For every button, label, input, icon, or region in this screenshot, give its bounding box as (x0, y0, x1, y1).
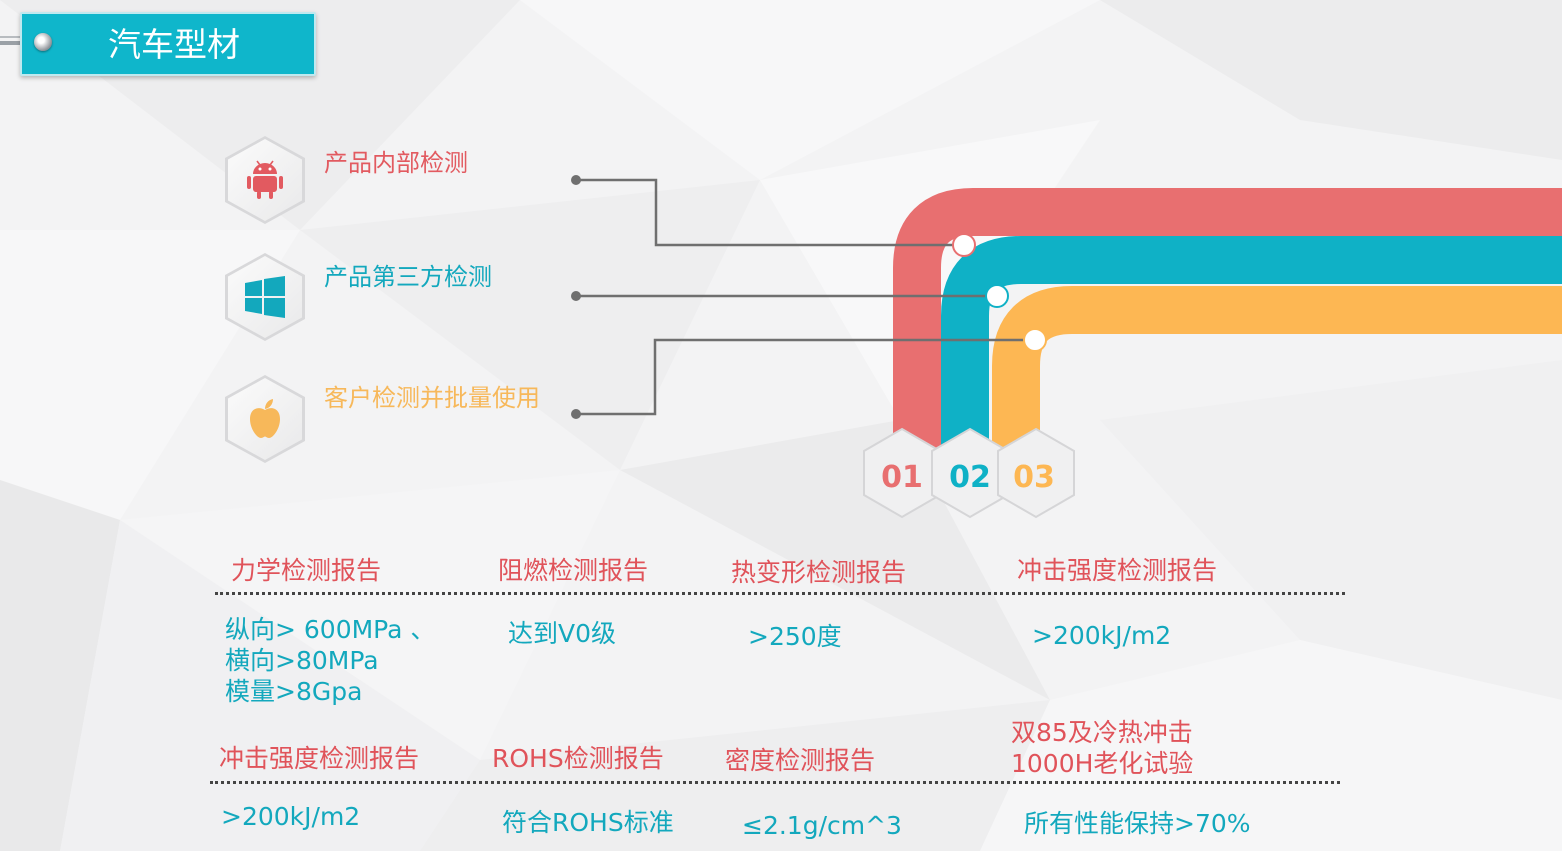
row2-value-2: 符合ROHS标准 (502, 808, 674, 837)
band-orange (992, 286, 1562, 450)
row2-value-1: >200kJ/m2 (221, 802, 361, 831)
row2-value-3: ≤2.1g/cm^3 (742, 811, 902, 840)
item-hex-1 (225, 136, 305, 224)
row1-value-4: >200kJ/m2 (1032, 621, 1172, 650)
connector-line-3 (576, 338, 1035, 416)
step-number-2: 02 (949, 460, 991, 495)
connector-start-dot-1 (571, 175, 581, 185)
row2-header-1: 冲击强度检测报告 (219, 744, 420, 773)
windows-icon (245, 276, 285, 318)
row1-value-1-line3: 模量>8Gpa (225, 677, 363, 706)
item-label-3: 客户检测并批量使用 (324, 384, 540, 412)
row1-value-1-line1: 纵向> 600MPa 、 (225, 615, 436, 644)
connector-end-dot-3 (1023, 328, 1047, 352)
page-title: 汽车型材 (108, 25, 240, 64)
row1-value-3: >250度 (748, 622, 842, 651)
title-pin-wire-thin (0, 36, 30, 38)
row2-header-3: 密度检测报告 (725, 746, 876, 775)
connector-end-dot-1 (952, 233, 976, 257)
row2-header-4-line2: 1000H老化试验 (1011, 749, 1194, 778)
row2-value-4: 所有性能保持>70% (1024, 809, 1251, 838)
band-red (893, 188, 1562, 450)
row1-divider (215, 592, 1345, 595)
item-label-1: 产品内部检测 (324, 149, 468, 177)
row1-header-2: 阻燃检测报告 (498, 556, 649, 585)
step-number-1: 01 (881, 460, 923, 495)
band-teal (941, 236, 1562, 450)
pin-icon (34, 33, 52, 51)
step-hex-3 (997, 427, 1075, 519)
connector-start-dot-3 (571, 409, 581, 419)
row2-header-2: ROHS检测报告 (492, 744, 664, 773)
row1-header-1: 力学检测报告 (231, 556, 382, 585)
row1-header-3: 热变形检测报告 (731, 558, 907, 587)
connector-end-dot-2 (985, 284, 1009, 308)
row1-value-1-line2: 横向>80MPa (225, 646, 379, 675)
row1-header-4: 冲击强度检测报告 (1017, 556, 1218, 585)
row2-header-4-line1: 双85及冷热冲击 (1011, 718, 1193, 747)
step-number-3: 03 (1013, 460, 1055, 495)
connector-line-1 (576, 178, 964, 247)
title-tag: 汽车型材 (20, 12, 316, 76)
connector-start-dot-2 (571, 291, 581, 301)
row2-divider (210, 781, 1340, 784)
android-icon (247, 160, 283, 199)
item-label-2: 产品第三方检测 (324, 263, 492, 291)
row1-value-2: 达到V0级 (508, 619, 617, 648)
apple-icon (250, 399, 280, 438)
